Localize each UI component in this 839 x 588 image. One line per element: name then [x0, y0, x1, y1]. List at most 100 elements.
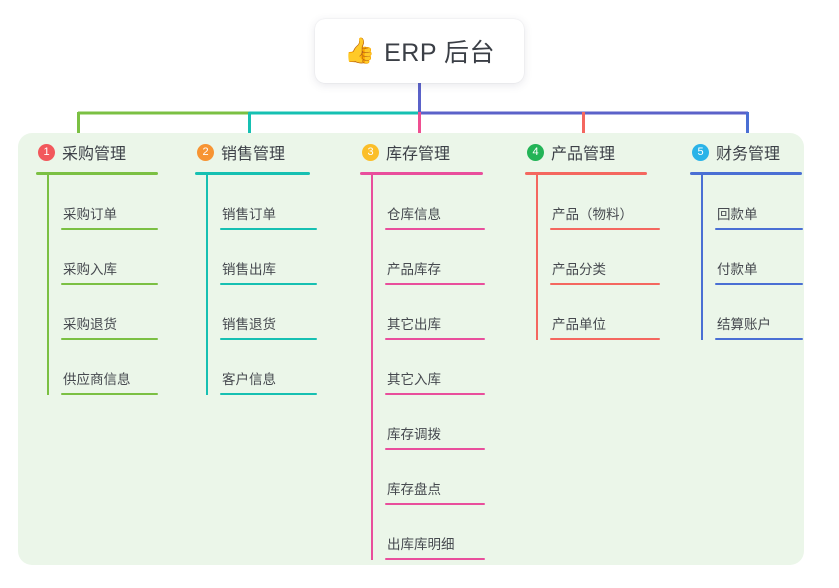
branch-item-underline [385, 448, 485, 450]
branch-badge-2: 2 [197, 143, 214, 161]
branch-underline-5 [690, 172, 802, 175]
branch-items-5: 回款单付款单结算账户 [690, 175, 804, 340]
branch-item[interactable]: 产品库存 [371, 230, 513, 285]
branch-item-label: 产品（物料） [552, 207, 633, 223]
branch-column-3: 3 库存管理仓库信息产品库存其它出库其它入库库存调拨库存盘点出库库明细 [348, 133, 513, 565]
branch-item-underline [715, 228, 803, 230]
branch-badge-5: 5 [692, 143, 709, 161]
branches-panel [18, 133, 804, 565]
branch-item[interactable]: 回款单 [701, 175, 804, 230]
branch-item-label: 回款单 [717, 207, 758, 223]
branch-spine-3 [371, 175, 373, 560]
branch-item[interactable]: 结算账户 [701, 285, 804, 340]
branch-spine-5 [701, 175, 703, 340]
branch-item-underline [385, 558, 485, 560]
branch-item-underline [220, 338, 317, 340]
branch-item[interactable]: 仓库信息 [371, 175, 513, 230]
branch-columns: 1 采购管理采购订单采购入库采购退货供应商信息 2 销售管理销售订单销售出库销售退货客… [18, 133, 804, 565]
branch-badge-3: 3 [362, 143, 379, 161]
branch-title-4: 产品管理 [551, 146, 616, 163]
branch-item[interactable]: 其它出库 [371, 285, 513, 340]
branch-item[interactable]: 采购入库 [47, 230, 183, 285]
branch-item-underline [220, 393, 317, 395]
branch-column-4: 4 产品管理产品（物料） 产品分类产品单位 [513, 133, 678, 565]
branch-column-5: 5 财务管理回款单付款单结算账户 [678, 133, 804, 565]
branch-item-label: 产品单位 [552, 317, 606, 333]
branch-item-underline [550, 338, 660, 340]
branch-item[interactable]: 产品单位 [536, 285, 678, 340]
branch-items-3: 仓库信息产品库存其它出库其它入库库存调拨库存盘点出库库明细 [360, 175, 513, 560]
branch-item-underline [61, 283, 158, 285]
branch-spine-2 [206, 175, 208, 395]
branch-item-label: 采购入库 [63, 262, 117, 278]
root-title: ERP 后台 [384, 39, 496, 67]
branch-item-underline [385, 393, 485, 395]
branch-item-underline [385, 503, 485, 505]
branch-item[interactable]: 出库库明细 [371, 505, 513, 560]
branch-title-1: 采购管理 [62, 146, 127, 163]
branch-item-underline [220, 228, 317, 230]
branch-item-label: 付款单 [717, 262, 758, 278]
branch-item[interactable]: 产品（物料） [536, 175, 678, 230]
branch-item-label: 其它出库 [387, 317, 441, 333]
branch-item-label: 库存调拨 [387, 427, 441, 443]
branch-spine-1 [47, 175, 49, 395]
branch-item-label: 产品库存 [387, 262, 441, 278]
branch-item-label: 采购退货 [63, 317, 117, 333]
branch-underline-3 [360, 172, 483, 175]
branch-underline-4 [525, 172, 647, 175]
branch-items-1: 采购订单采购入库采购退货供应商信息 [36, 175, 183, 395]
branch-item-label: 出库库明细 [387, 537, 455, 553]
branch-item-underline [550, 283, 660, 285]
branch-item-underline [61, 228, 158, 230]
branch-item-label: 销售退货 [222, 317, 276, 333]
thumbs-up-icon: 👍 [343, 36, 376, 65]
branch-item-underline [220, 283, 317, 285]
branch-item-label: 库存盘点 [387, 482, 441, 498]
branch-item-label: 仓库信息 [387, 207, 441, 223]
branch-item[interactable]: 采购订单 [47, 175, 183, 230]
branch-item-underline [715, 283, 803, 285]
branch-item-label: 其它入库 [387, 372, 441, 388]
branch-item-label: 客户信息 [222, 372, 276, 388]
branch-item-label: 销售出库 [222, 262, 276, 278]
branch-item[interactable]: 客户信息 [206, 340, 348, 395]
branch-title-3: 库存管理 [386, 146, 451, 163]
branch-item-label: 采购订单 [63, 207, 117, 223]
branch-item[interactable]: 销售退货 [206, 285, 348, 340]
branch-item-label: 供应商信息 [63, 372, 131, 388]
branch-underline-1 [36, 172, 158, 175]
branch-item[interactable]: 供应商信息 [47, 340, 183, 395]
branch-item[interactable]: 销售出库 [206, 230, 348, 285]
branch-badge-1: 1 [38, 143, 55, 161]
branch-item[interactable]: 销售订单 [206, 175, 348, 230]
branch-item[interactable]: 其它入库 [371, 340, 513, 395]
branch-items-4: 产品（物料） 产品分类产品单位 [525, 175, 678, 340]
branch-item-underline [61, 338, 158, 340]
branch-column-1: 1 采购管理采购订单采购入库采购退货供应商信息 [18, 133, 183, 565]
branch-title-2: 销售管理 [221, 146, 286, 163]
branch-item[interactable]: 采购退货 [47, 285, 183, 340]
branch-header-5[interactable]: 5 财务管理 [690, 133, 804, 171]
branch-item-label: 产品分类 [552, 262, 606, 278]
branch-item[interactable]: 付款单 [701, 230, 804, 285]
root-node[interactable]: 👍 ERP 后台 [315, 19, 524, 83]
branch-item[interactable]: 产品分类 [536, 230, 678, 285]
branch-spine-4 [536, 175, 538, 340]
branch-item-underline [715, 338, 803, 340]
branch-header-4[interactable]: 4 产品管理 [525, 133, 678, 171]
branch-item-label: 销售订单 [222, 207, 276, 223]
branch-item-underline [385, 283, 485, 285]
branch-title-5: 财务管理 [716, 146, 781, 163]
branch-item[interactable]: 库存调拨 [371, 395, 513, 450]
branch-item[interactable]: 库存盘点 [371, 450, 513, 505]
branch-header-1[interactable]: 1 采购管理 [36, 133, 183, 171]
branch-badge-4: 4 [527, 143, 544, 161]
branch-underline-2 [195, 172, 310, 175]
branch-item-underline [61, 393, 158, 395]
branch-header-3[interactable]: 3 库存管理 [360, 133, 513, 171]
branch-item-underline [385, 338, 485, 340]
branch-item-underline [550, 228, 660, 230]
branch-header-2[interactable]: 2 销售管理 [195, 133, 348, 171]
